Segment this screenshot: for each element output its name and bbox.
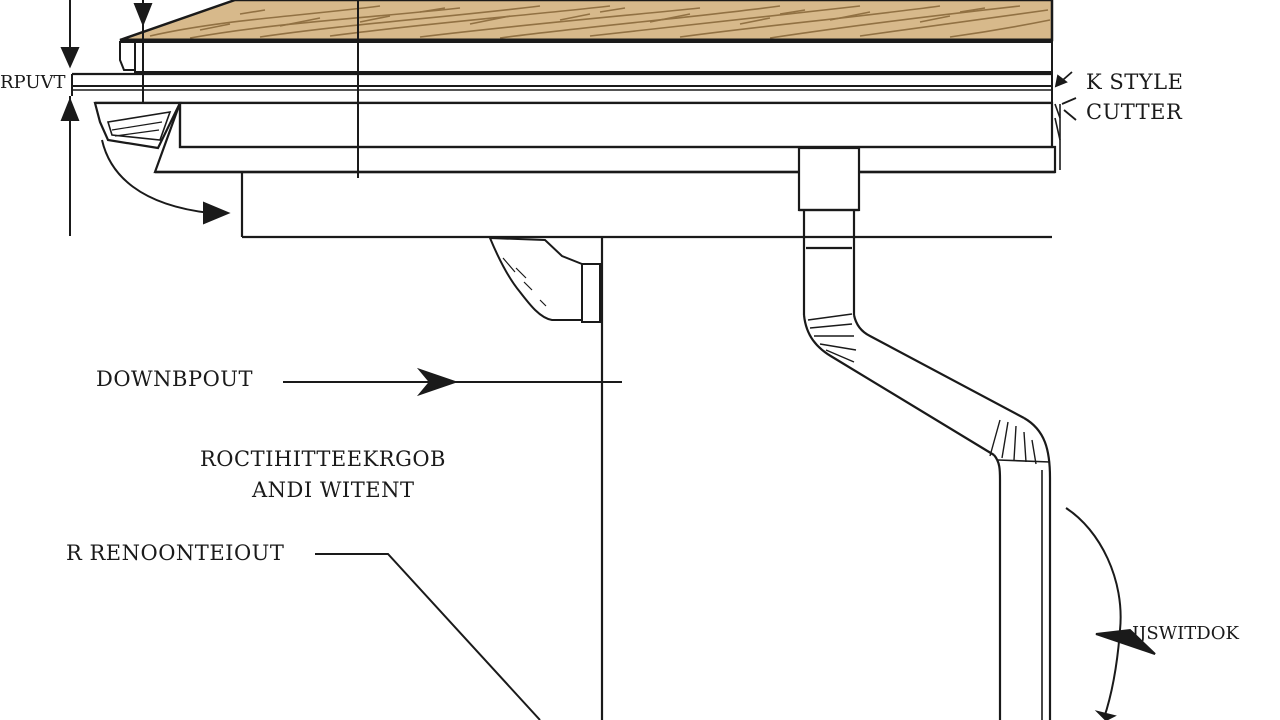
label-right-lower: IJSWITDOK (1132, 623, 1239, 644)
label-left-edge: RPUVT (0, 72, 66, 93)
downspout-pipe (797, 146, 1052, 720)
k-style-gutter (93, 101, 1061, 174)
dimension-line-left (60, 0, 80, 236)
drip-edge (71, 72, 1053, 104)
fascia-board (119, 41, 1053, 73)
label-downspout: DOWNBPOUT (96, 367, 253, 391)
downspout-pointer-arrow (283, 367, 622, 397)
label-gutter-line1: K STYLE (1086, 70, 1184, 94)
soffit-and-wall (240, 172, 1052, 720)
label-middle-line1: ROCTIHITTEEKRGOB (200, 447, 446, 471)
gutter-callout-arrow (1054, 71, 1077, 121)
curved-arrow-right (1065, 507, 1156, 720)
label-middle-line2: ANDI WITENT (252, 478, 415, 502)
roof-shingles (119, 0, 1054, 42)
gutter-bracket (488, 236, 601, 323)
curved-arrow-gutter (101, 139, 231, 225)
lower-left-leader-line (315, 553, 541, 720)
dimension-line-top (133, 0, 359, 178)
label-gutter-line2: CUTTER (1086, 100, 1183, 124)
label-lower-left: R RENOONTEIOUT (66, 541, 285, 565)
